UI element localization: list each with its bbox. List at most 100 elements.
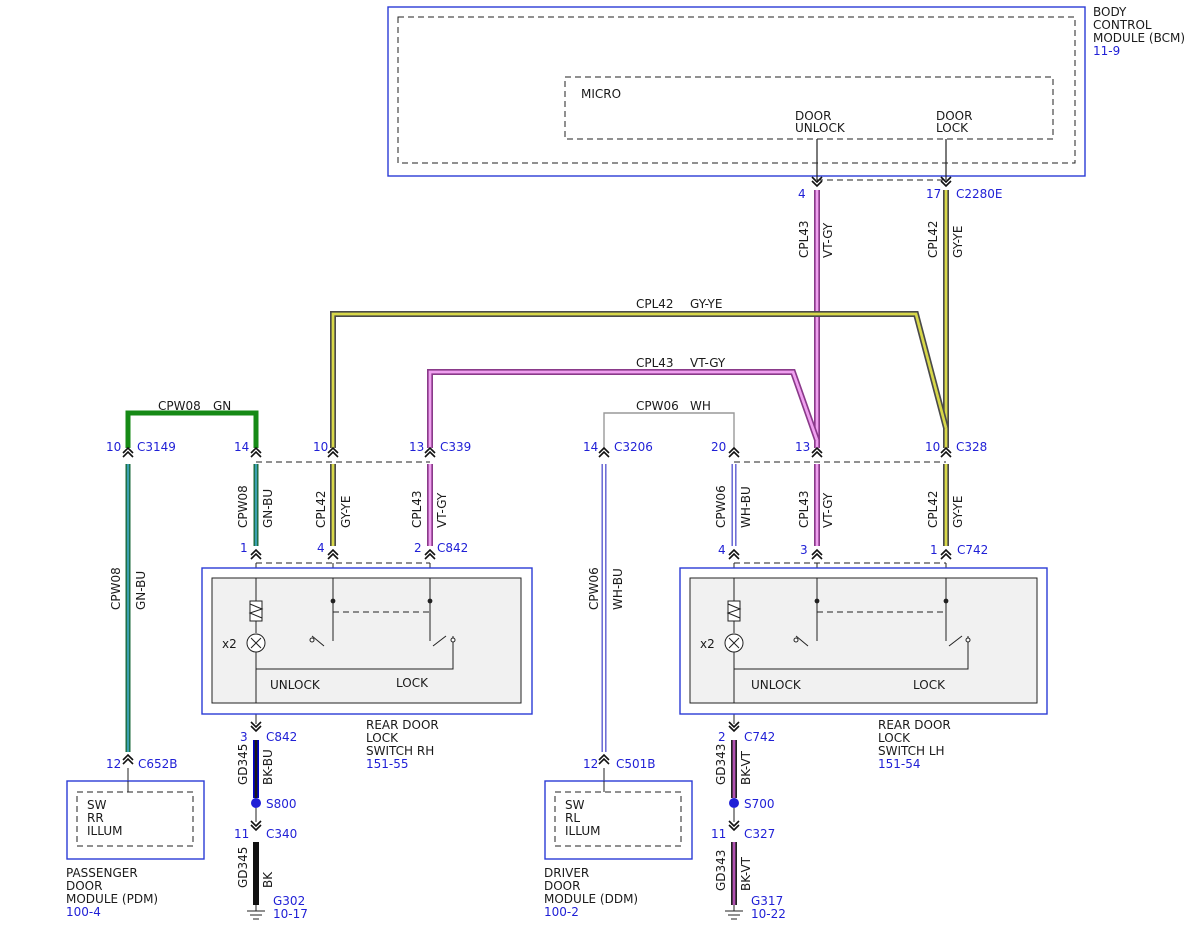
rh-title-l3: SWITCH RH: [366, 744, 434, 758]
splices-grounds: [247, 798, 743, 920]
rh-unlock-blade: [311, 635, 325, 647]
pdm-title-l3: MODULE (PDM): [66, 892, 158, 906]
arrow-c340: [250, 820, 262, 828]
vl-whbu-ddm: WH-BU: [611, 568, 625, 610]
label-c339: C339: [440, 440, 471, 454]
lh-ref: 151-54: [878, 757, 921, 771]
vl-cpl43-bcm: CPL43: [797, 220, 811, 258]
lh-unlock-contact: [793, 637, 799, 643]
lh-lock-node: [943, 598, 949, 604]
lh-title-l3: SWITCH LH: [878, 744, 945, 758]
door-lock-l2: LOCK: [936, 121, 969, 135]
ddm-title-l3: MODULE (DDM): [544, 892, 638, 906]
arrow-row563-333-2: [327, 552, 339, 560]
wire-cpw08-gn: [125, 410, 259, 448]
wire-labels-horizontal: CPL42 GY-YE CPL43 VT-GY CPW08 GN CPW06 W…: [158, 297, 726, 413]
wire-cpl43-branch-outer: [427, 369, 820, 448]
arrow-row462-604: [598, 446, 610, 454]
pin-c742-3: 3: [800, 543, 808, 557]
arrow-row462-946: [940, 446, 952, 454]
pin-c3206-14: 14: [583, 440, 598, 454]
ddm-title-l2: DOOR: [544, 879, 580, 893]
label-s700: S700: [744, 797, 775, 811]
rh-lamp-cross: [250, 637, 262, 649]
vl-cpl43-rh: CPL43: [410, 490, 424, 528]
arrow-row563-734: [728, 548, 740, 556]
label-c327: C327: [744, 827, 775, 841]
rh-x2-label: x2: [222, 637, 237, 651]
pin-c842-1: 1: [240, 541, 248, 555]
lh-lamp-cross: [728, 637, 740, 649]
vl-gd345-upper: GD345: [236, 744, 250, 785]
lh-x2-label: x2: [700, 637, 715, 651]
cpl43-run-color: VT-GY: [690, 356, 726, 370]
arrow-c2280e-4: [811, 176, 823, 184]
pin-c742-2: 2: [718, 730, 726, 744]
pin-c742-1: 1: [930, 543, 938, 557]
ddm-ref: 100-2: [544, 905, 579, 919]
ground-g302-icon: [247, 910, 265, 920]
lh-lock-blade: [948, 635, 963, 647]
arrow-row563-817-2: [811, 552, 823, 560]
switch-lh-inner: [689, 577, 1038, 704]
label-c742-bottom: C742: [744, 730, 775, 744]
rh-lock-blade: [432, 635, 447, 647]
vl-bkvt-upper: BK-VT: [739, 750, 753, 785]
vl-cpw06-lh: CPW06: [714, 485, 728, 528]
bcm-inner-dashed: [397, 16, 1076, 164]
connector-labels: 4 17 C2280E 10 C3149 14 10 13 C339 14 C3…: [106, 187, 1003, 921]
label-c652b: C652B: [138, 757, 178, 771]
vl-gd345-lower: GD345: [236, 847, 250, 888]
rh-lock-contact: [450, 637, 456, 643]
label-s800: S800: [266, 797, 297, 811]
arrow-c742-2: [728, 721, 740, 729]
arrow-c742-2-2: [728, 725, 740, 733]
cpw06-run-color: WH: [690, 399, 711, 413]
rh-lock-label: LOCK: [396, 676, 429, 690]
vl-gnbu-rh: GN-BU: [261, 489, 275, 528]
cpl43-run-circuit: CPL43: [636, 356, 674, 370]
wire-cpl42-branch-inner: [331, 312, 948, 448]
lh-common-bus: [734, 636, 969, 670]
vl-whbu-lh: WH-BU: [739, 486, 753, 528]
rh-common-bus: [256, 636, 454, 670]
vl-gd343-upper: GD343: [714, 744, 728, 785]
splice-s800: [251, 798, 261, 808]
arrow-row563-946-2: [940, 552, 952, 560]
vl-cpl42-lh: CPL42: [926, 490, 940, 528]
bcm-title-l3: MODULE (BCM): [1093, 31, 1185, 45]
micro-label: MICRO: [581, 87, 621, 101]
arrow-c652b: [122, 753, 134, 761]
lh-resistor-zigzag: [726, 603, 742, 619]
arrow-row462-734: [728, 446, 740, 454]
ddm-sw-l2: RL: [565, 811, 580, 825]
door-unlock-l1: DOOR: [795, 109, 831, 123]
ddm-sw-l1: SW: [565, 798, 585, 812]
pin-c327-11: 11: [711, 827, 726, 841]
arrow-row462-604-2: [598, 450, 610, 458]
arrow-row563-430: [424, 548, 436, 556]
vl-cpw08-pdm: CPW08: [109, 567, 123, 610]
vl-gd343-lower: GD343: [714, 850, 728, 891]
label-c501b: C501B: [616, 757, 656, 771]
pin-c2280e-4: 4: [798, 187, 806, 201]
door-unlock-l2: UNLOCK: [795, 121, 846, 135]
pin-arrows: [122, 176, 952, 832]
vl-gyye-lh: GY-YE: [951, 496, 965, 528]
arrow-c2280e-17-2: [940, 180, 952, 188]
arrow-row462-256: [250, 446, 262, 454]
vl-vtgy-lh: VT-GY: [821, 492, 835, 528]
lh-unlock-blade: [795, 635, 809, 647]
pin-c3149-10: 10: [106, 440, 121, 454]
pin-c842-4: 4: [317, 541, 325, 555]
cpw08-run-color: GN: [213, 399, 231, 413]
arrow-row462-333-2: [327, 450, 339, 458]
pdm-sw-l2: RR: [87, 811, 104, 825]
rh-lock-node: [427, 598, 433, 604]
rh-ref: 151-55: [366, 757, 409, 771]
lh-unlock-label: UNLOCK: [751, 678, 802, 692]
pin-c501b-12: 12: [583, 757, 598, 771]
arrow-row462-946-2: [940, 450, 952, 458]
arrow-row462-430: [424, 446, 436, 454]
ddm-title-l1: DRIVER: [544, 866, 589, 880]
